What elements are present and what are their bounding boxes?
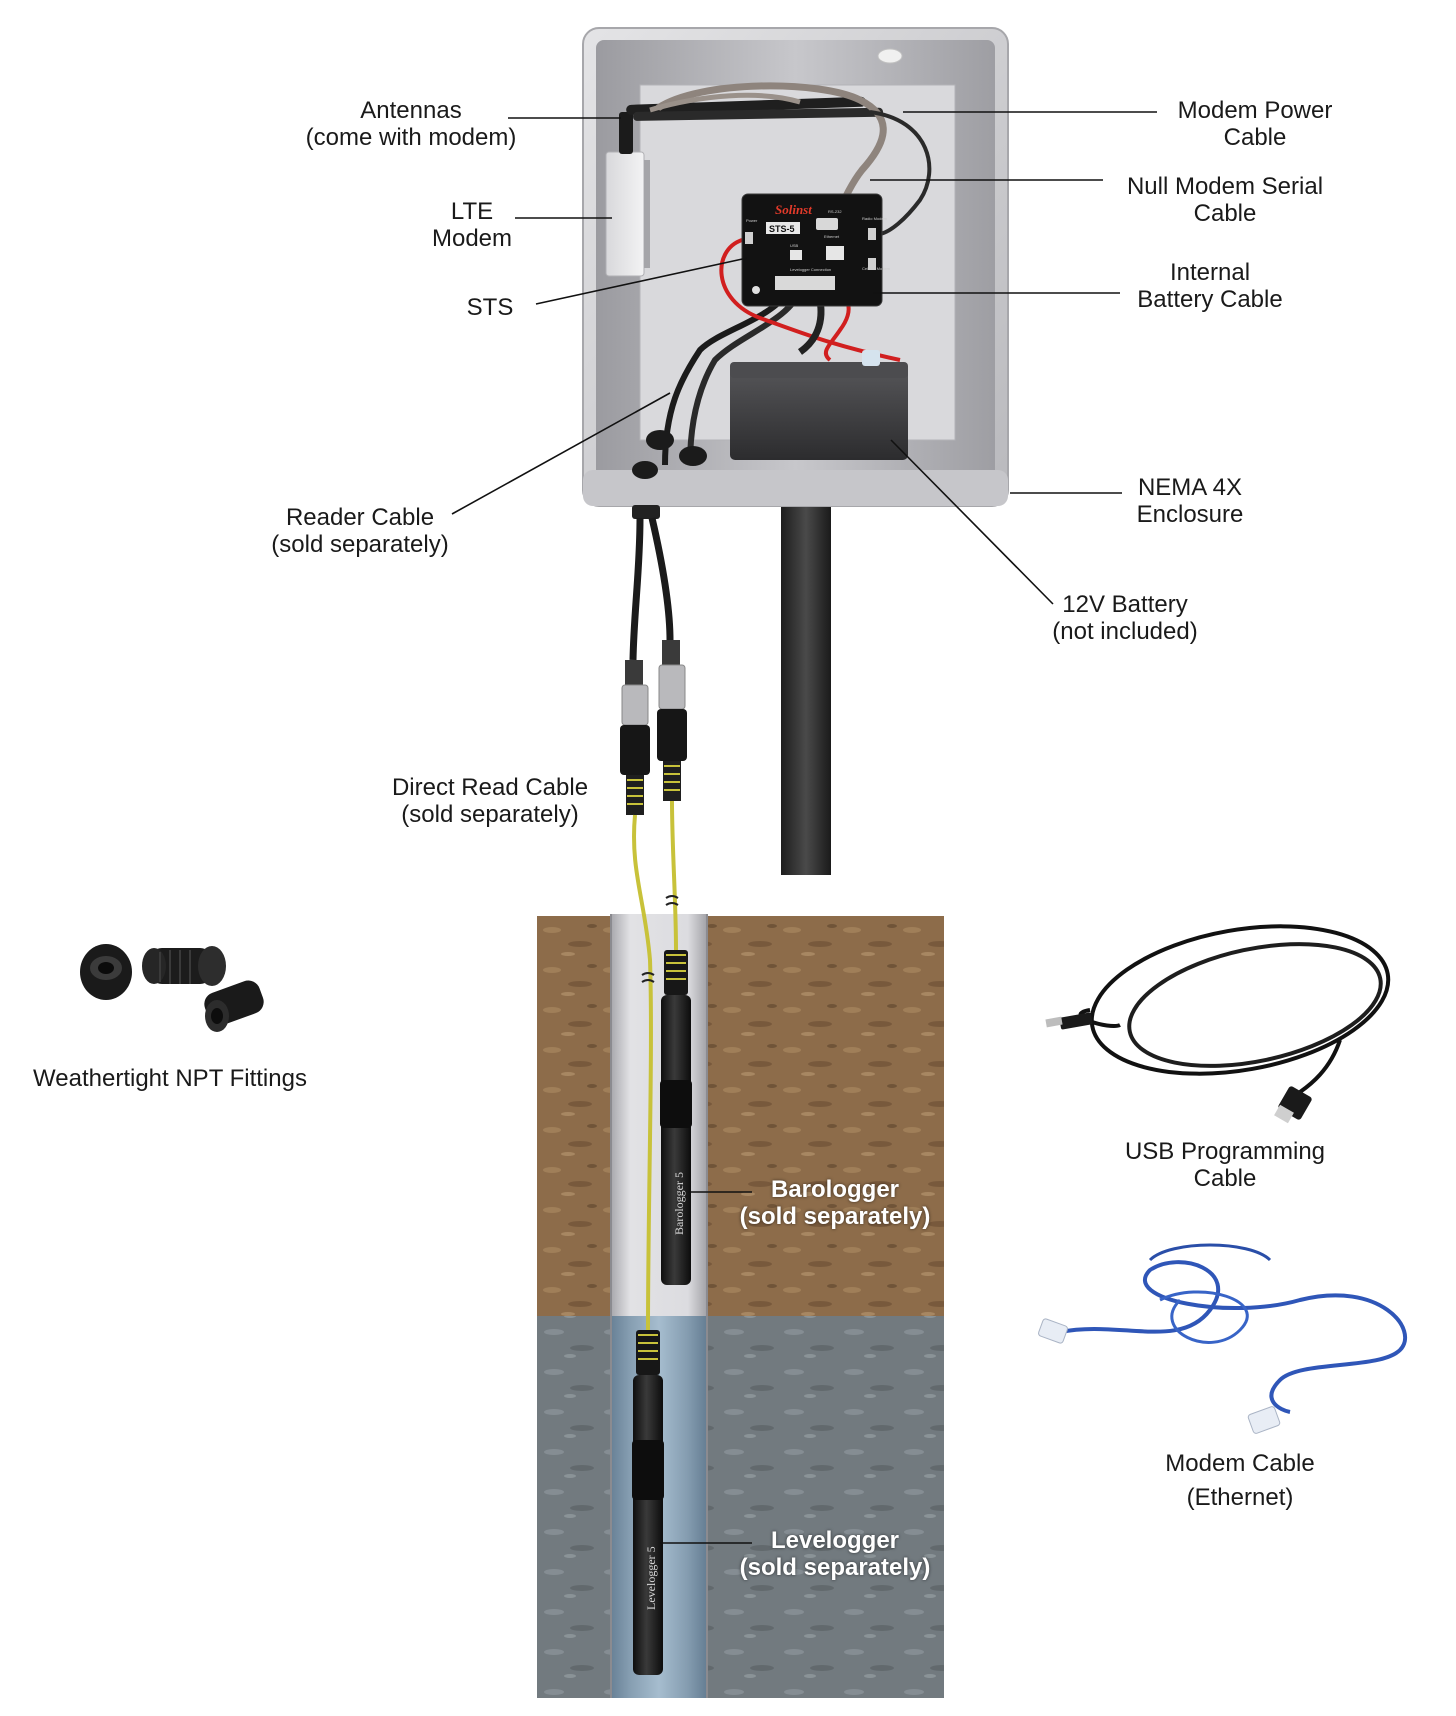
- label-antennas-line1: Antennas: [360, 97, 462, 124]
- label-antennas-line2: (come with modem): [305, 124, 517, 151]
- antennas: [619, 96, 884, 154]
- levelogger-device: Levelogger 5: [632, 1330, 664, 1675]
- label-nema-line2: Enclosure: [1136, 501, 1244, 528]
- reader-cable-left: [629, 517, 644, 661]
- label-npt-fittings: Weathertight NPT Fittings: [10, 1065, 330, 1092]
- label-reader-cable-line2: (sold separately): [271, 531, 449, 558]
- label-barologger-line2: (sold separately): [739, 1203, 931, 1230]
- sts-port-ethernet: Ethernet: [824, 234, 840, 239]
- levelogger-device-label: Levelogger 5: [644, 1546, 658, 1610]
- leader-lines: [451, 111, 1157, 1544]
- direct-read-cable-left: [632, 814, 653, 1331]
- label-null-modem-serial-cable: Null Modem Serial Cable: [1100, 173, 1350, 227]
- label-internal-battery-cable: Internal Battery Cable: [1110, 259, 1310, 313]
- label-levelogger-line2: (sold separately): [739, 1554, 931, 1581]
- barologger-device: Barologger 5: [660, 950, 692, 1285]
- lte-modem: [605, 151, 650, 277]
- label-modem-cable: Modem Cable (Ethernet): [1130, 1447, 1350, 1515]
- cable-break-mark-right: [665, 895, 679, 906]
- label-levelogger-line1: Levelogger: [770, 1527, 900, 1554]
- label-levelogger: Levelogger (sold separately): [725, 1527, 945, 1581]
- label-sts: STS: [450, 294, 530, 321]
- label-battery-line1: 12V Battery: [1062, 591, 1188, 618]
- red-wire-power: [719, 238, 901, 362]
- reader-cable-right: [648, 517, 674, 641]
- sts-port-levelogger: Levelogger Connection: [790, 267, 831, 272]
- direct-read-connector-right: [657, 640, 687, 801]
- usb-cable-image: [1045, 924, 1391, 1124]
- label-usb-cable: USB Programming Cable: [1100, 1138, 1350, 1192]
- sts-model-label: STS-5: [769, 224, 795, 234]
- direct-read-connector-left: [620, 660, 650, 815]
- enclosure-fittings: [632, 430, 707, 519]
- label-null-modem-line2: Cable: [1193, 200, 1257, 227]
- battery-12v: [730, 350, 908, 460]
- mounting-pole: [781, 505, 831, 875]
- npt-fittings-image: [80, 944, 264, 1032]
- cable-bundle: [649, 92, 801, 113]
- reader-cable-internal: [662, 288, 793, 466]
- sts-port-cellular: Cellular Modem: [862, 266, 891, 271]
- leader-reader-cable: [451, 392, 671, 515]
- label-reader-cable: Reader Cable (sold separately): [240, 504, 480, 558]
- label-lte-modem: LTE Modem: [412, 198, 532, 252]
- cable-break-mark-left: [641, 972, 655, 983]
- label-lte-modem-line2: Modem: [431, 225, 513, 252]
- label-usb-line2: Cable: [1193, 1165, 1257, 1192]
- label-battery-line2: (not included): [1052, 618, 1198, 645]
- label-battery-cable-line1: Internal: [1169, 259, 1251, 286]
- label-battery-cable-line2: Battery Cable: [1137, 286, 1283, 313]
- label-modem-cable-line2: (Ethernet): [1186, 1484, 1294, 1511]
- label-null-modem-line1: Null Modem Serial: [1126, 173, 1324, 200]
- label-modem-power-cable: Modem Power Cable: [1150, 97, 1360, 151]
- label-barologger-line1: Barologger: [770, 1176, 899, 1203]
- leader-sts: [535, 257, 748, 305]
- label-nema-line1: NEMA 4X: [1137, 474, 1243, 501]
- sts-port-radio: Radio Modem: [862, 216, 888, 221]
- barologger-device-label: Barologger 5: [672, 1172, 686, 1235]
- rock-layer: [537, 1316, 944, 1698]
- label-direct-read-line1: Direct Read Cable: [391, 774, 589, 801]
- label-reader-cable-line1: Reader Cable: [285, 504, 435, 531]
- label-direct-read-line2: (sold separately): [401, 801, 579, 828]
- label-modem-power-line2: Cable: [1223, 124, 1287, 151]
- label-barologger: Barologger (sold separately): [725, 1176, 945, 1230]
- label-npt-fittings-line1: Weathertight NPT Fittings: [33, 1065, 307, 1092]
- battery-black-lead: [797, 299, 825, 355]
- sts-port-rs232: RS-232: [828, 209, 842, 214]
- sts-port-usb: USB: [790, 243, 799, 248]
- soil-layer: [537, 916, 944, 1316]
- label-modem-power-line1: Modem Power: [1177, 97, 1333, 124]
- modem-power-cable: [869, 110, 932, 236]
- sts-unit: Solinst STS-5 Power RS-232 Radio Modem U…: [741, 193, 891, 307]
- label-lte-modem-line1: LTE: [450, 198, 494, 225]
- label-direct-read-cable: Direct Read Cable (sold separately): [370, 774, 610, 828]
- label-sts-line1: STS: [466, 294, 514, 321]
- sts-port-power: Power: [746, 218, 758, 223]
- sts-logo: Solinst: [775, 202, 812, 217]
- leader-battery: [890, 439, 1054, 605]
- label-nema-enclosure: NEMA 4X Enclosure: [1115, 474, 1265, 528]
- reader-cable-internal-2: [687, 288, 803, 466]
- label-modem-cable-line1: Modem Cable: [1165, 1450, 1315, 1477]
- direct-read-cable-right: [670, 800, 678, 951]
- label-usb-line1: USB Programming: [1124, 1138, 1326, 1165]
- ethernet-cable-image: [1038, 1243, 1407, 1434]
- label-battery: 12V Battery (not included): [1030, 591, 1220, 645]
- label-antennas: Antennas (come with modem): [276, 97, 546, 151]
